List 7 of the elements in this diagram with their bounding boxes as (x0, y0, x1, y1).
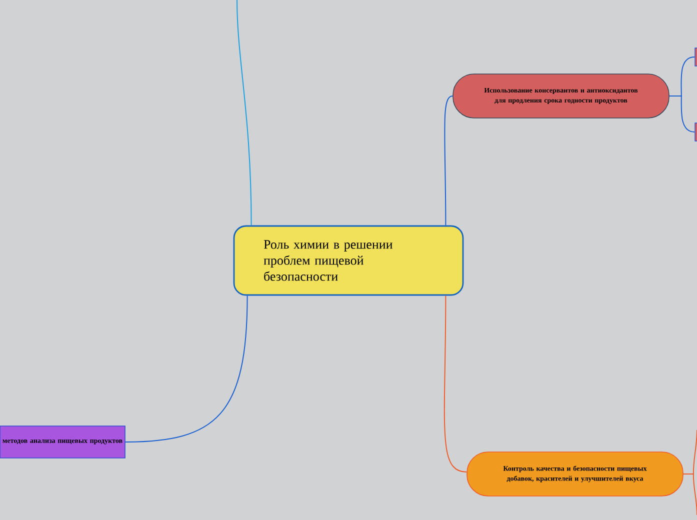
connector (236, 0, 252, 226)
box (694, 48, 697, 66)
connector (444, 96, 454, 226)
topic-box: Роль химии в решении проблем пищевой безопасности (233, 225, 464, 296)
box (694, 122, 697, 142)
connector (444, 295, 468, 472)
connector (124, 295, 248, 442)
